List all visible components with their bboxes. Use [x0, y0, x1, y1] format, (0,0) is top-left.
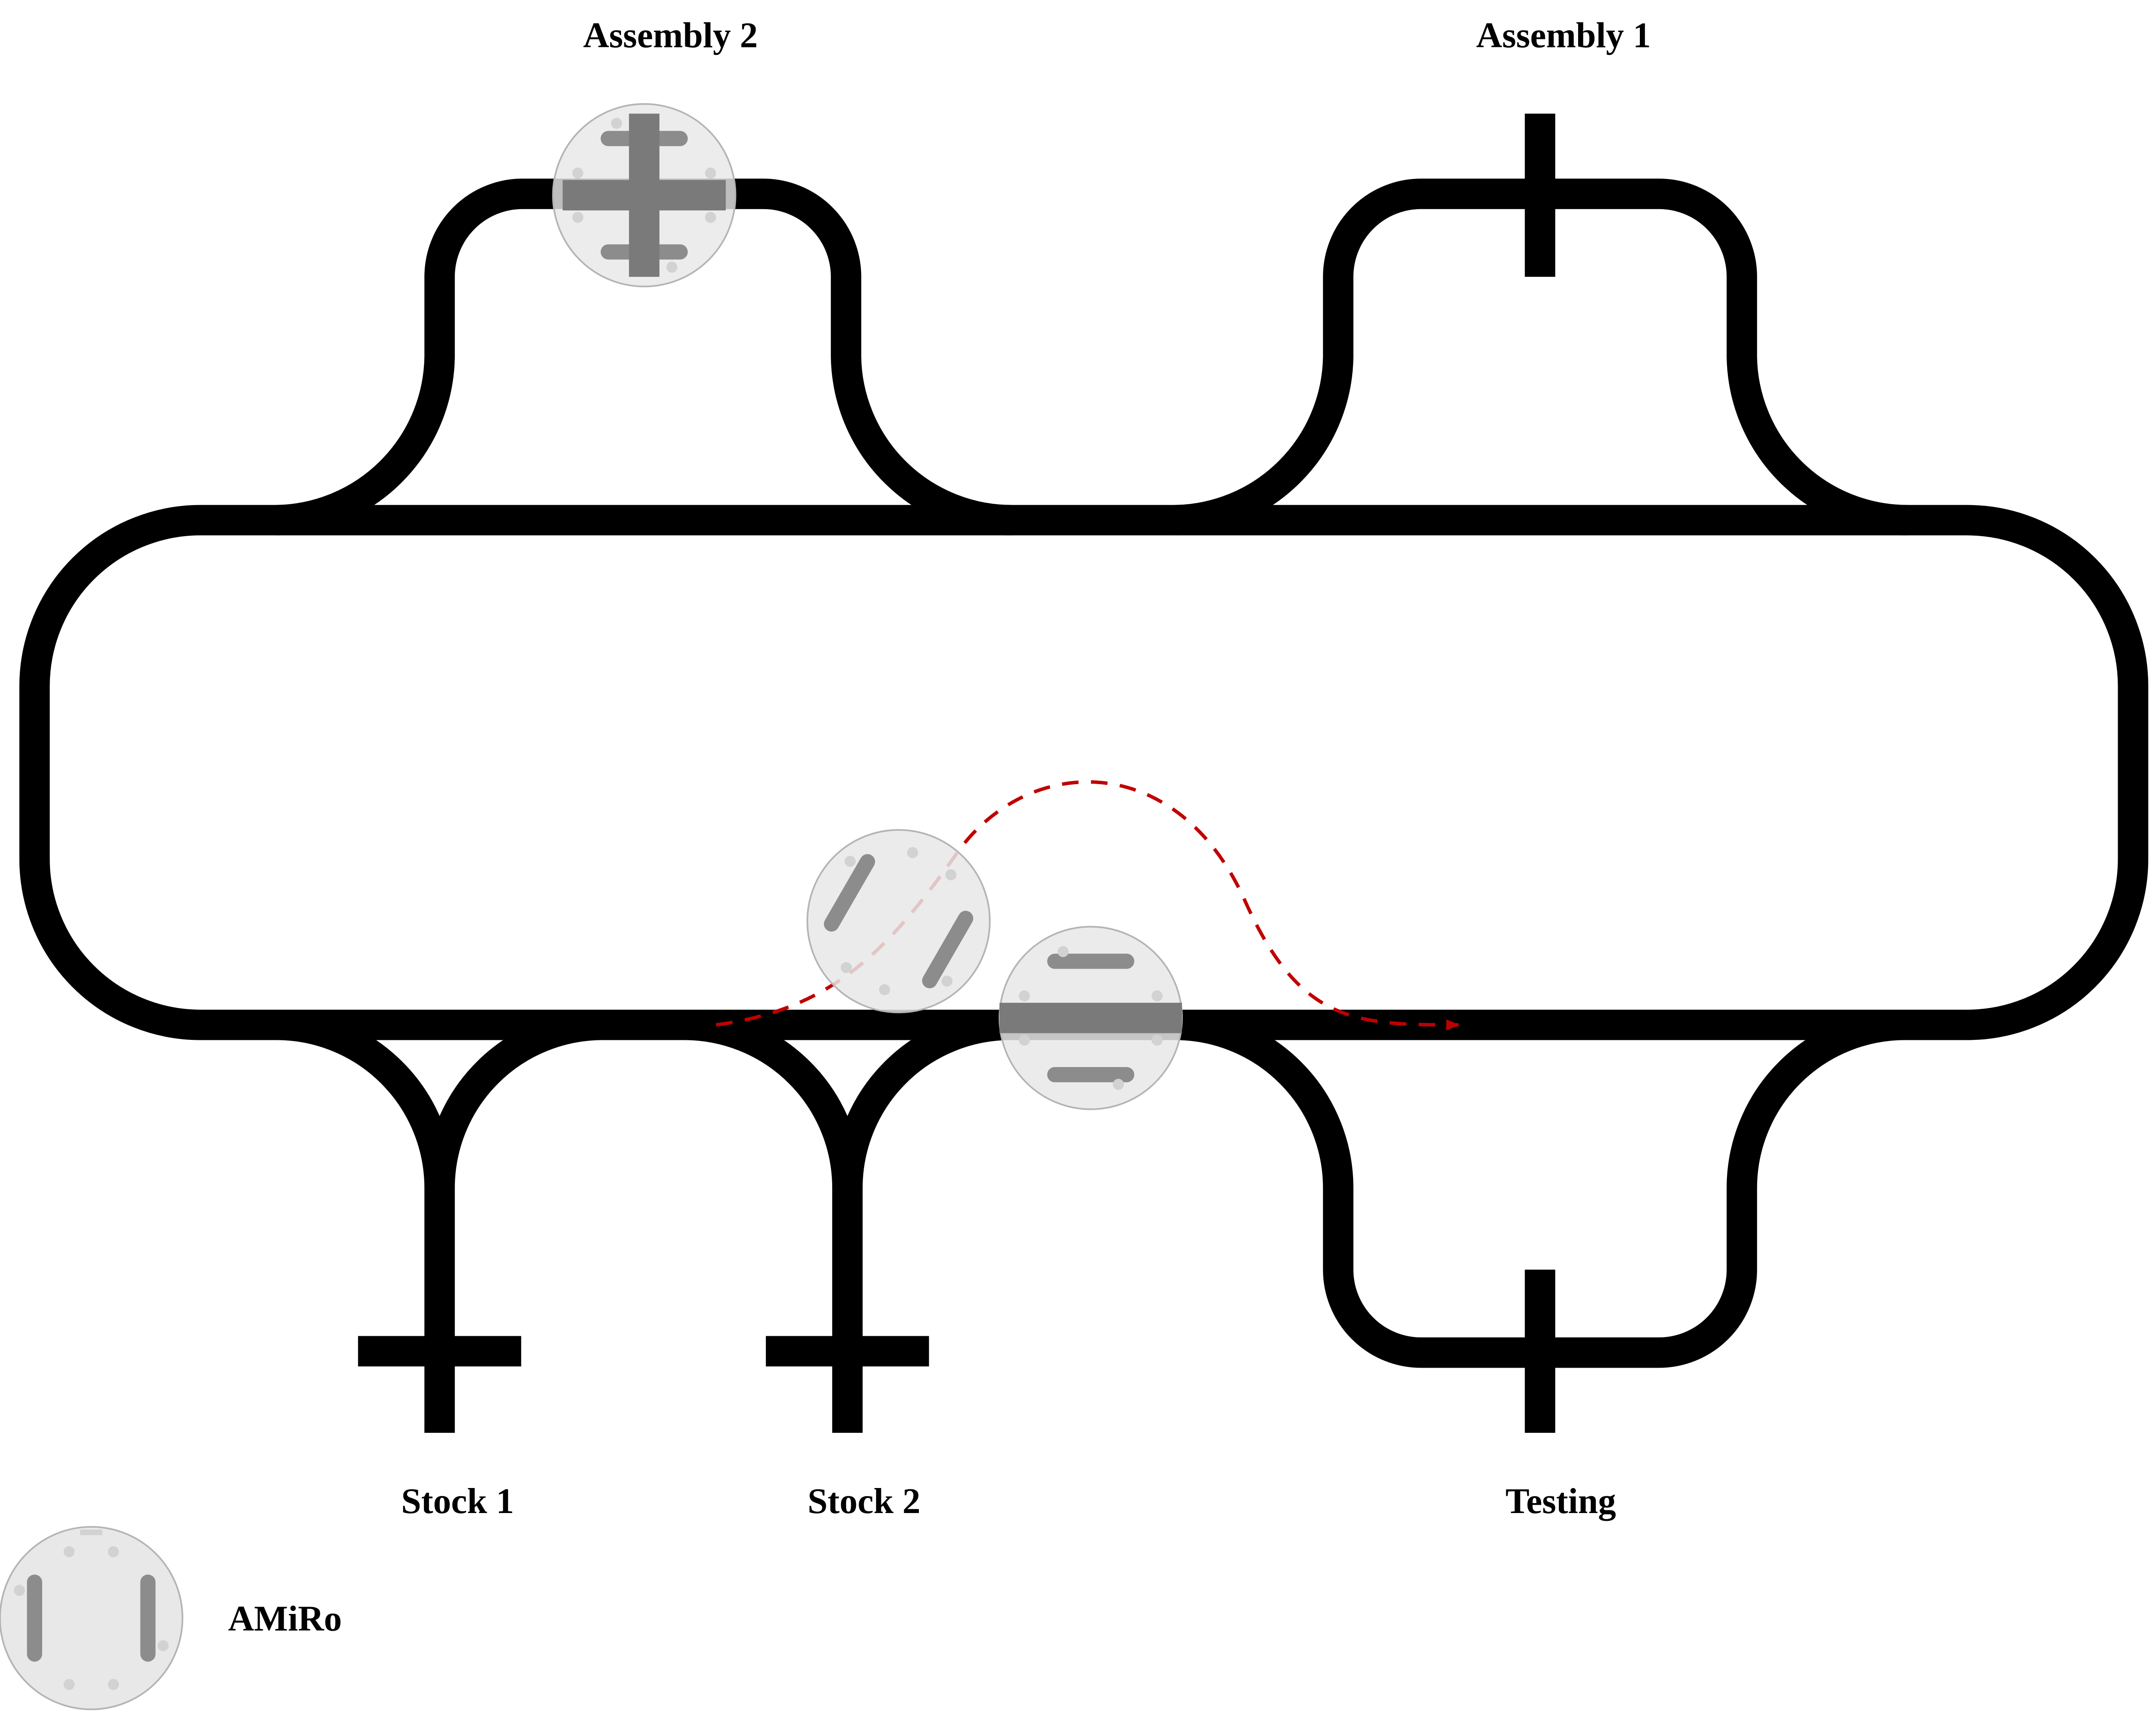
- legend-amiro-robot-icon: [0, 1526, 184, 1711]
- assembly1-station-cross-icon: [1525, 113, 1555, 277]
- stock1-branch-track: [276, 1009, 603, 1433]
- testing-station-cross-icon: [1525, 1269, 1555, 1433]
- robot-assembly2-amiro-robot-icon: [552, 103, 736, 288]
- stock1-station-cross-icon: [358, 1336, 521, 1367]
- stock1-label: Stock 1: [401, 1482, 514, 1521]
- stock2-branch-track: [684, 1009, 1011, 1433]
- stock2-label: Stock 2: [808, 1482, 921, 1521]
- assembly2-label: Assembly 2: [583, 16, 758, 56]
- assembly1-label: Assembly 1: [1476, 16, 1651, 56]
- stock2-station-cross-icon: [766, 1336, 929, 1367]
- robot-main-loop-amiro-robot-icon: [999, 926, 1183, 1110]
- robot-turning-amiro-robot-icon: [806, 829, 991, 1014]
- legend-robot-label: AMiRo: [228, 1599, 342, 1639]
- testing-label: Testing: [1505, 1482, 1616, 1521]
